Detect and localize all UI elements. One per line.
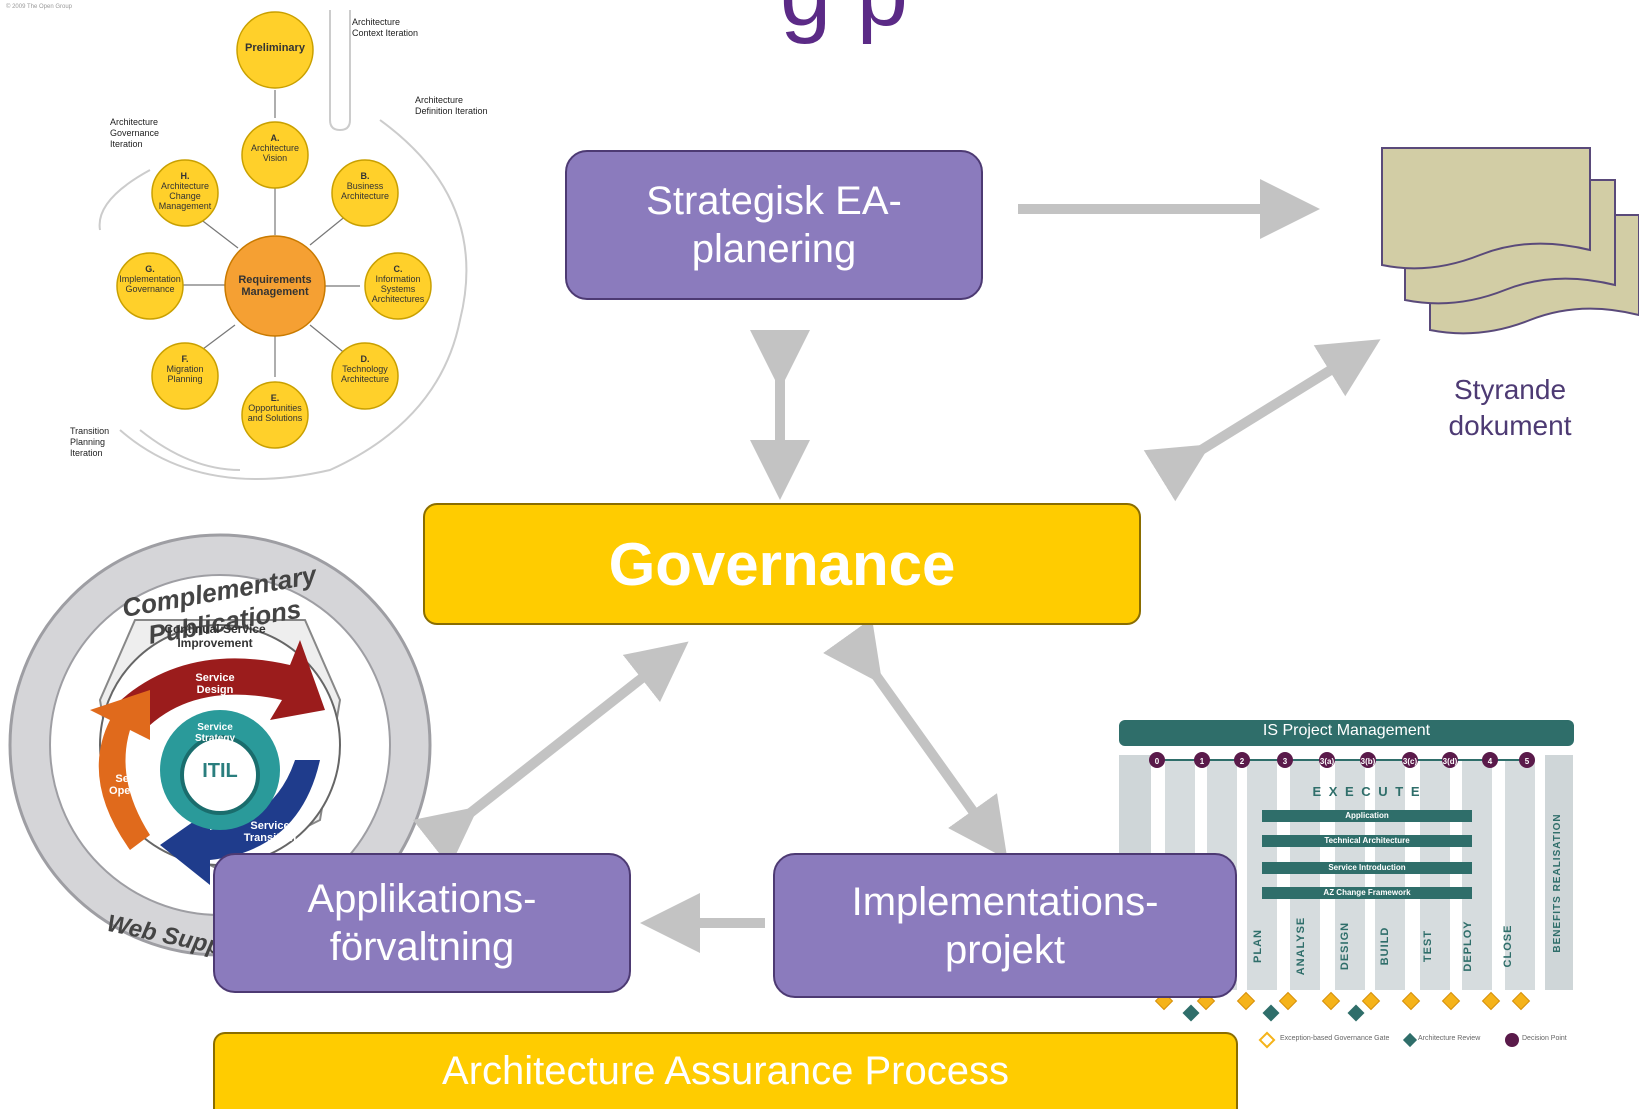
itil-csi-top-label: Continual Service Improvement [164,622,266,650]
togaf-preliminary-label: Preliminary [245,42,305,54]
itil-service-operation-label: Service Operation [109,773,161,797]
governance-box: Governance [423,503,1141,625]
pm-milestone-marker [1319,752,1335,768]
pm-phase-label: ANALYSE [1295,916,1307,976]
pm-phase-label: BUILD [1379,926,1391,966]
itil-wheel-diagram [8,533,432,957]
pm-execute-label: E X E C U T E [1312,784,1422,799]
pm-legend-item: Architecture Review [1418,1035,1481,1042]
togaf-phase-5: E.Opportunities and Solutions [241,393,309,423]
pm-milestone-marker [1402,752,1418,768]
togaf-phase-name: Architecture Vision [250,143,300,163]
togaf-iteration-governance: Architecture Governance Iteration [110,117,160,149]
pm-milestone-marker [1519,752,1535,768]
pm-phase-label: PLAN [1252,929,1264,963]
pm-bar-label: Application [1345,811,1389,820]
togaf-phase-letter: G. [145,264,155,274]
pm-milestone-label: 3(a) [1320,757,1335,766]
itil-service-design-label: Service Design [195,672,235,696]
pm-milestone-marker [1234,752,1250,768]
togaf-phase-8: H.Architecture Change Management [151,171,219,211]
togaf-copyright: © 2009 The Open Group [6,3,73,10]
togaf-phase-4: D.Technology Architecture [331,354,399,384]
pm-milestone-label: 4 [1488,757,1493,766]
togaf-phase-name: Information Systems Architectures [371,274,425,304]
pm-milestone-marker [1360,752,1376,768]
pm-phase-label: TEST [1422,929,1434,963]
togaf-phase-letter: F. [181,354,189,364]
togaf-phase-letter: D. [360,354,370,364]
pm-milestone-label: 3(c) [1403,757,1418,766]
pm-phase-label: CLOSE [1502,924,1514,968]
documents-stack-icon [1381,147,1639,335]
pm-bar-label: Technical Architecture [1324,836,1410,845]
togaf-center-label: Requirements Management [238,274,312,298]
flow-arrows [412,179,1381,953]
togaf-phase-name: Business Architecture [340,181,390,201]
pm-milestone-label: 3 [1283,757,1288,766]
togaf-phase-letter: C. [393,264,403,274]
pm-phase-label: DEPLOY [1462,920,1474,972]
pm-milestone-label: 1 [1200,757,1205,766]
togaf-phase-name: Technology Architecture [340,364,390,384]
togaf-phase-3: C.Information Systems Architectures [364,264,432,304]
togaf-iteration-transition: Transition Planning Iteration [70,426,110,458]
pm-milestone-marker [1442,752,1458,768]
pm-phase-label: DESIGN [1339,921,1351,971]
pm-title: IS Project Management [1262,722,1431,739]
architecture-assurance-process-box: Architecture Assurance Process [213,1032,1238,1109]
pm-milestone-marker [1482,752,1498,768]
togaf-iteration-definition: Architecture Definition Iteration [415,95,488,116]
application-management-box: Applikations-förvaltning [213,853,631,993]
pm-bar-label: AZ Change Framework [1323,888,1411,897]
togaf-phase-name: Implementation Governance [119,274,181,294]
pm-milestone-label: 0 [1155,757,1160,766]
togaf-phase-1: A.Architecture Vision [241,133,309,163]
pm-legend-item: Exception-based Governance Gate [1280,1035,1390,1042]
pm-milestone-label: 2 [1240,757,1245,766]
pm-legend-item: Decision Point [1522,1035,1567,1042]
togaf-phase-letter: A. [270,133,280,143]
togaf-iteration-context: Architecture Context Iteration [352,17,419,38]
togaf-phase-7: G.Implementation Governance [116,264,184,294]
documents-label: Styrande dokument [1448,374,1572,441]
togaf-phase-2: B.Business Architecture [331,171,399,201]
togaf-phase-letter: H. [180,171,190,181]
togaf-phase-6: F.Migration Planning [151,354,219,384]
togaf-phase-name: Migration Planning [166,364,204,384]
pm-milestone-label: 3(b) [1361,757,1376,766]
pm-milestone-label: 5 [1525,757,1530,766]
pm-milestone-marker [1194,752,1210,768]
togaf-phase-name: Opportunities and Solutions [247,403,303,423]
page-title-fragment: g p [780,0,908,47]
itil-service-strategy-label: Service Strategy [194,722,235,744]
implementation-project-box: Implementations-projekt [773,853,1237,998]
togaf-phase-name: Architecture Change Management [158,181,212,211]
togaf-phase-letter: B. [360,171,370,181]
togaf-adm-diagram: © 2009 The Open Group [6,3,468,480]
pm-benefits-label: BENEFITS REALISATION [1552,813,1563,953]
itil-center-label: ITIL [202,760,238,782]
pm-milestone-marker [1277,752,1293,768]
pm-milestone-label: 3(d) [1443,757,1458,766]
pm-milestone-marker [1149,752,1165,768]
itil-service-transition-label: Service Transition [243,820,297,844]
pm-bar-label: Service Introduction [1328,863,1406,872]
togaf-phase-letter: E. [270,393,280,403]
strategic-ea-planning-box: Strategisk EA-planering [565,150,983,300]
